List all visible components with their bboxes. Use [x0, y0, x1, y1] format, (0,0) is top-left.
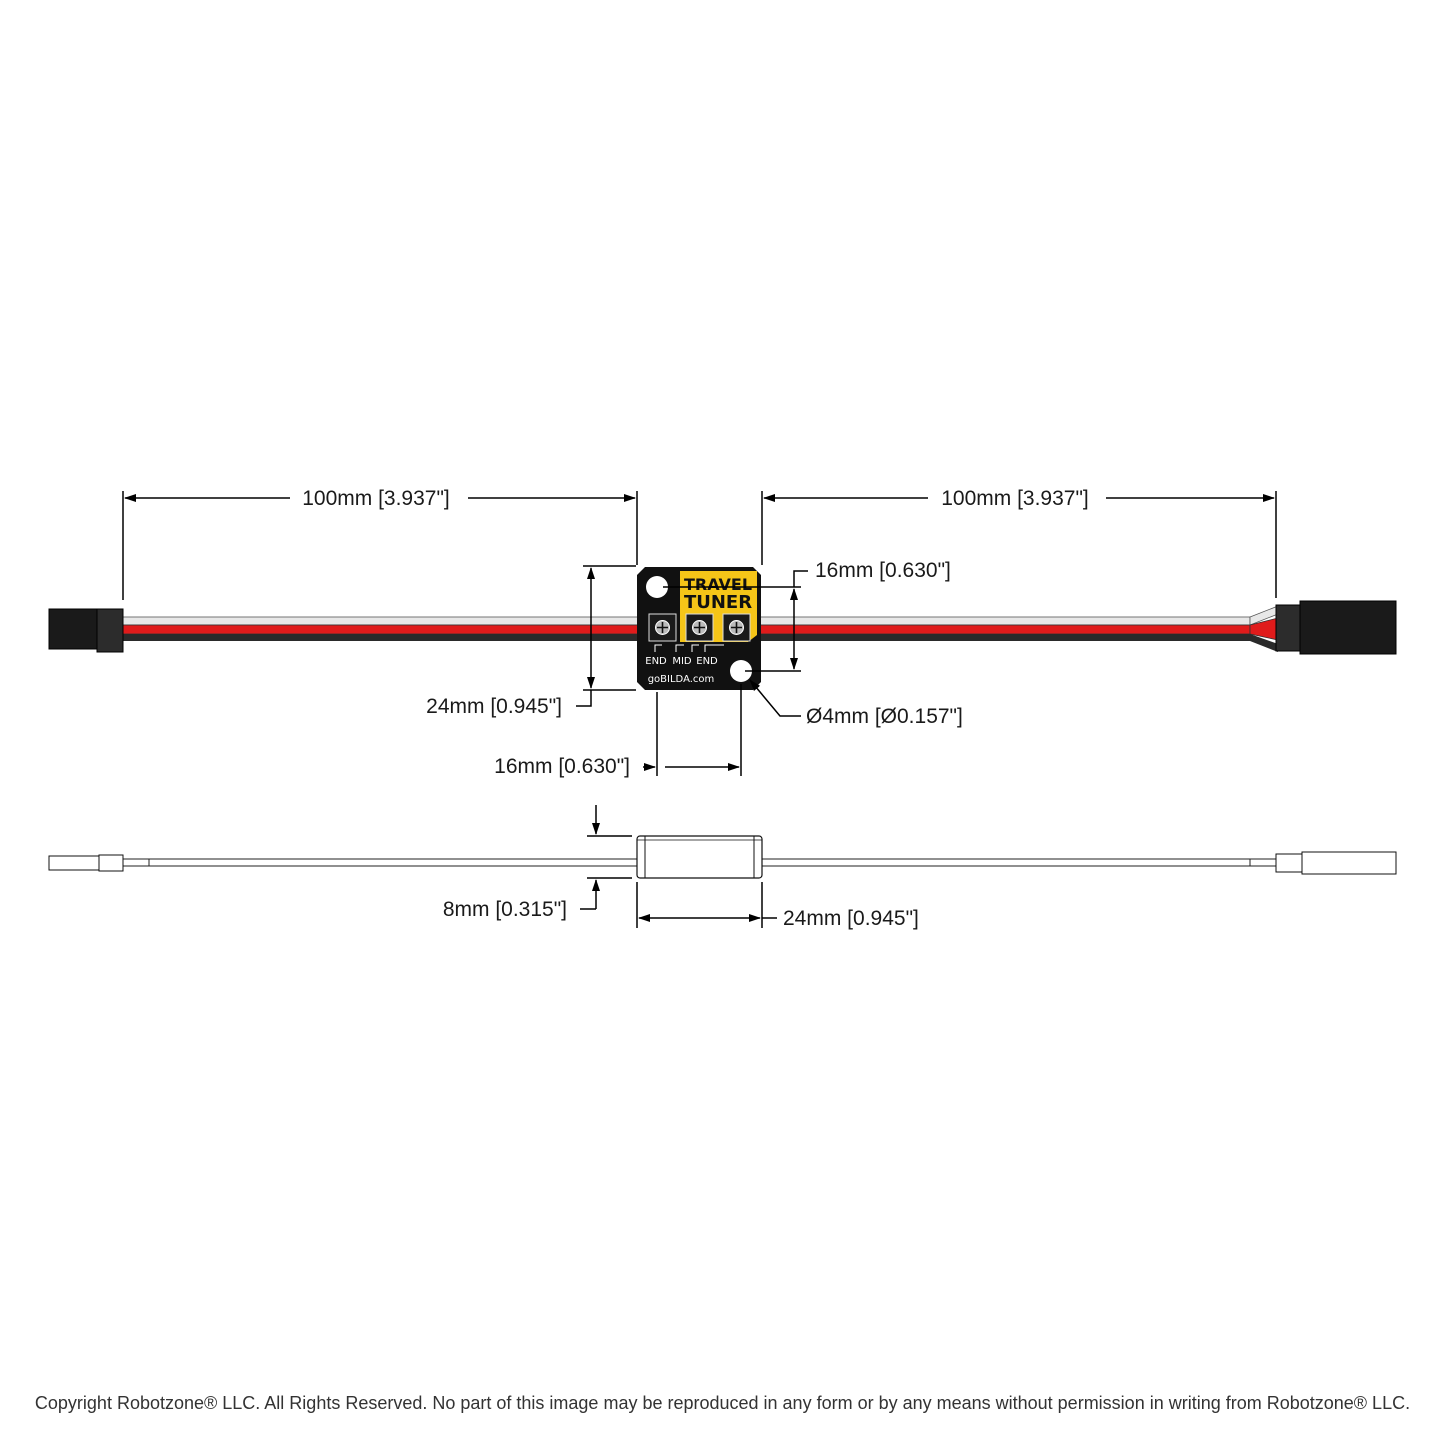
left-servo-connector	[48, 608, 124, 653]
top-view: TRAVEL TUNER END	[48, 487, 1397, 778]
mounting-hole-top	[646, 576, 668, 598]
dim-board-thickness-label: 8mm [0.315"]	[443, 898, 567, 921]
side-board	[636, 835, 763, 879]
dim-hole-spacing-vertical: 16mm [0.630"]	[663, 559, 951, 672]
potentiometer-mid	[685, 613, 714, 642]
dim-side-length-label: 24mm [0.945"]	[783, 907, 919, 930]
left-wire-bundle	[121, 616, 639, 641]
dim-right-cable-length: 100mm [3.937"]	[761, 487, 1277, 598]
dim-board-thickness: 8mm [0.315"]	[443, 805, 632, 921]
pot-label-mid: MID	[672, 656, 692, 667]
board-title-line1: TRAVEL	[684, 575, 752, 594]
dim-left-cable-length-label: 100mm [3.937"]	[302, 487, 450, 510]
dim-hole-spacing-horizontal: 16mm [0.630"]	[494, 684, 742, 778]
right-servo-connector	[1275, 600, 1397, 655]
dim-side-length: 24mm [0.945"]	[636, 882, 919, 930]
right-wire-bundle	[759, 605, 1279, 652]
side-left-connector	[48, 854, 124, 872]
mounting-hole-bottom	[730, 660, 752, 682]
dim-hole-spacing-horizontal-label: 16mm [0.630"]	[494, 755, 630, 778]
side-view: 8mm [0.315"] 24mm [0.945"]	[48, 805, 1397, 930]
side-wire	[123, 858, 1276, 867]
side-right-connector	[1275, 851, 1397, 875]
dim-hole-diameter-label: Ø4mm [Ø0.157"]	[806, 705, 963, 728]
travel-tuner-board: TRAVEL TUNER END	[637, 567, 761, 690]
potentiometer-end-left	[648, 613, 677, 642]
copyright-notice: Copyright Robotzone® LLC. All Rights Res…	[34, 1393, 1411, 1413]
dim-hole-diameter: Ø4mm [Ø0.157"]	[749, 679, 963, 728]
dim-left-cable-length: 100mm [3.937"]	[122, 487, 638, 600]
board-website: goBILDA.com	[648, 674, 715, 685]
dim-hole-spacing-vertical-label: 16mm [0.630"]	[815, 559, 951, 582]
dim-board-height-label: 24mm [0.945"]	[426, 695, 562, 718]
potentiometer-end-right	[722, 613, 751, 642]
pot-label-end-right: END	[696, 656, 718, 667]
pot-label-end-left: END	[645, 656, 667, 667]
dim-board-height: 24mm [0.945"]	[426, 565, 636, 718]
board-title-line2: TUNER	[684, 592, 752, 613]
dim-right-cable-length-label: 100mm [3.937"]	[941, 487, 1089, 510]
